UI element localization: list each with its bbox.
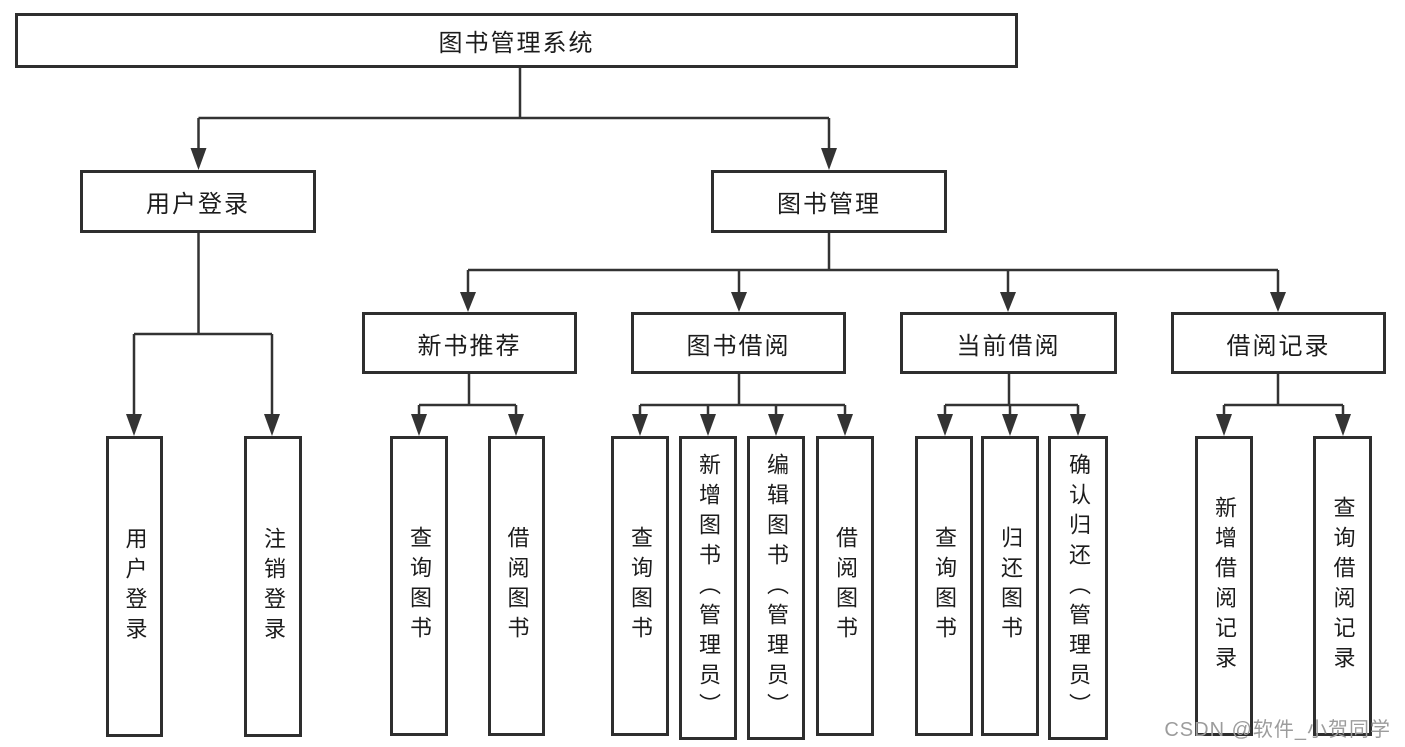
- leaf-query-books-current: 查询图书: [915, 436, 973, 736]
- node-borrowing-records: 借阅记录: [1171, 312, 1386, 374]
- leaf-add-books-admin: 新增图书（管理员）: [679, 436, 737, 740]
- leaf-confirm-return-admin: 确认归还（管理员）: [1048, 436, 1108, 740]
- node-new-book-recommend: 新书推荐: [362, 312, 577, 374]
- leaf-return-books: 归还图书: [981, 436, 1039, 736]
- node-current-borrowing: 当前借阅: [900, 312, 1117, 374]
- leaf-borrow-books-borrowing: 借阅图书: [816, 436, 874, 736]
- leaf-add-borrow-record: 新增借阅记录: [1195, 436, 1253, 736]
- node-library-management-system: 图书管理系统: [15, 13, 1018, 68]
- node-user-login: 用户登录: [80, 170, 316, 233]
- leaf-borrow-books-recommend: 借阅图书: [488, 436, 545, 736]
- leaf-query-books-borrowing: 查询图书: [611, 436, 669, 736]
- leaf-logout: 注销登录: [244, 436, 302, 737]
- csdn-watermark: CSDN @软件_小贺同学: [1164, 719, 1391, 741]
- leaf-user-login: 用户登录: [106, 436, 163, 737]
- leaf-query-borrow-record: 查询借阅记录: [1313, 436, 1372, 736]
- leaf-query-books-recommend: 查询图书: [390, 436, 448, 736]
- arrowheads: [126, 148, 1351, 436]
- node-book-management: 图书管理: [711, 170, 947, 233]
- leaf-edit-books-admin: 编辑图书（管理员）: [747, 436, 805, 740]
- node-book-borrowing: 图书借阅: [631, 312, 846, 374]
